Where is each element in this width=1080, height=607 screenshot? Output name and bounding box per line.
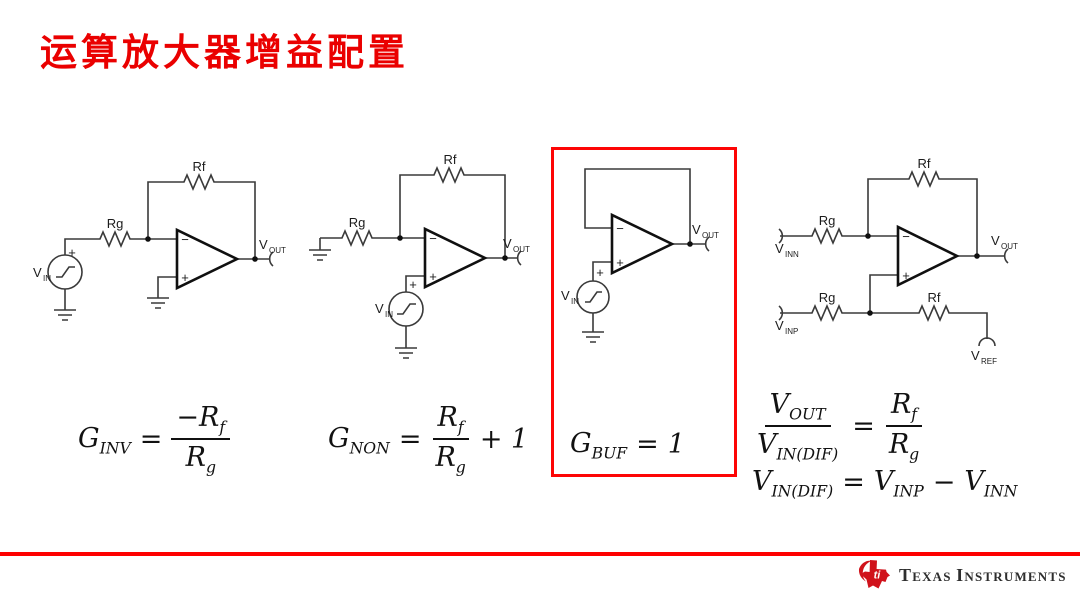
vinp-term: VINP <box>873 466 924 501</box>
buffer-wires <box>576 168 710 343</box>
junction-dot <box>252 256 258 262</box>
noninverting-input-sign: + <box>616 255 624 270</box>
noninverting-input-sign: + <box>902 268 910 283</box>
gnon-symbol: GNON <box>328 422 390 457</box>
vinn-subscript: INN <box>785 250 799 259</box>
inverting-input-sign: − <box>181 232 189 247</box>
equals-sign: = <box>139 423 163 455</box>
rf-label: Rf <box>193 159 206 174</box>
vout-vindif-fraction: VOUT VIN(DIF) <box>757 389 839 464</box>
vin-label: V <box>561 288 570 303</box>
source-plus-sign: + <box>596 265 604 280</box>
ti-monogram: ti <box>874 570 882 582</box>
formula-noninverting-gain: GNON = Rf Rg + 1 <box>328 403 528 475</box>
opamp-triangle <box>610 212 675 276</box>
equals-sign: = <box>398 423 422 455</box>
opamp-triangle <box>423 226 488 290</box>
vout-label: V <box>503 236 512 251</box>
vout-label: V <box>692 222 701 237</box>
junction-dot <box>145 236 151 242</box>
plus-one-term: + 1 <box>479 423 529 455</box>
vinp-label: V <box>775 318 784 333</box>
ginv-fraction: −Rf Rg <box>171 403 231 475</box>
vout-subscript: OUT <box>702 231 719 240</box>
rg-top-label: Rg <box>819 213 836 228</box>
vin-subscript: IN <box>385 310 393 319</box>
vout-subscript: OUT <box>1001 242 1018 251</box>
junction-dot <box>867 310 873 316</box>
vout-subscript: OUT <box>513 245 530 254</box>
circuit-inverting-amplifier: Rg Rf + − + V IN V OUT <box>33 159 286 321</box>
opamp-triangle <box>896 224 960 288</box>
formula-inverting-gain: GINV = −Rf Rg <box>78 403 231 475</box>
source-plus-sign: + <box>68 245 76 260</box>
rf-top-label: Rf <box>918 156 931 171</box>
rf-label: Rf <box>444 152 457 167</box>
page-title: 运算放大器增益配置 <box>40 30 409 74</box>
circuit-differential-amplifier: Rg Rf Rg Rf − + V INN V INP V OUT V REF <box>775 156 1018 366</box>
inverting-input-sign: − <box>429 231 437 246</box>
vref-label: V <box>971 348 980 363</box>
vinn-term: VINN <box>964 466 1018 501</box>
differential-wires <box>778 169 1009 347</box>
differential-ratio-row: VOUT VIN(DIF) = Rf Rg <box>752 390 924 462</box>
rf-rg-fraction: Rf Rg <box>884 390 924 462</box>
junction-dot <box>974 253 980 259</box>
bottom-accent-bar <box>0 552 1080 556</box>
texas-instruments-logo: ti TEXAS INSTRUMENTS <box>858 559 1067 591</box>
rg-bottom-label: Rg <box>819 290 836 305</box>
differential-definition-row: VIN(DIF) = VINP − VINN <box>752 466 1017 499</box>
inverting-wires <box>47 172 274 321</box>
source-plus-sign: + <box>409 277 417 292</box>
inverting-input-sign: − <box>616 221 624 236</box>
rf-bottom-label: Rf <box>928 290 941 305</box>
gbuf-value: 1 <box>667 429 685 461</box>
texas-instruments-logo-icon: ti <box>858 560 890 589</box>
gnon-fraction: Rf Rg <box>430 403 470 475</box>
junction-dot <box>865 233 871 239</box>
ginv-symbol: GINV <box>78 422 131 457</box>
vin-subscript: IN <box>571 297 579 306</box>
circuit-buffer: − + + V IN V OUT <box>561 168 719 343</box>
vin-label: V <box>33 265 42 280</box>
formula-differential-gain: VOUT VIN(DIF) = Rf Rg VIN(DIF) = VINP − … <box>752 390 1017 499</box>
inverting-input-sign: − <box>902 229 910 244</box>
vout-label: V <box>991 233 1000 248</box>
vinp-subscript: INP <box>785 327 798 336</box>
junction-dot <box>397 235 403 241</box>
rg-label: Rg <box>107 216 124 231</box>
highlight-box <box>551 147 737 477</box>
formula-buffer-gain: GBUF = 1 <box>570 428 685 461</box>
equals-sign: = <box>852 410 875 442</box>
junction-dot <box>502 255 508 261</box>
vinn-label: V <box>775 241 784 256</box>
equals-sign: = <box>636 429 659 461</box>
vin-subscript: IN <box>43 274 51 283</box>
noninverting-wires <box>309 165 522 359</box>
noninverting-input-sign: + <box>181 270 189 285</box>
minus-sign: − <box>932 467 956 499</box>
opamp-triangle <box>175 227 240 291</box>
gbuf-symbol: GBUF <box>570 428 628 463</box>
equals-sign: = <box>842 467 865 499</box>
vin-label: V <box>375 301 384 316</box>
vout-label: V <box>259 237 268 252</box>
vout-subscript: OUT <box>269 246 286 255</box>
texas-instruments-wordmark: TEXAS INSTRUMENTS <box>899 564 1067 585</box>
junction-dot <box>687 241 693 247</box>
vref-subscript: REF <box>981 357 997 366</box>
vindif-symbol: VIN(DIF) <box>752 466 834 501</box>
circuit-noninverting-amplifier: Rg Rf − + + V IN V OUT <box>309 152 530 359</box>
noninverting-input-sign: + <box>429 269 437 284</box>
rg-label: Rg <box>349 215 366 230</box>
